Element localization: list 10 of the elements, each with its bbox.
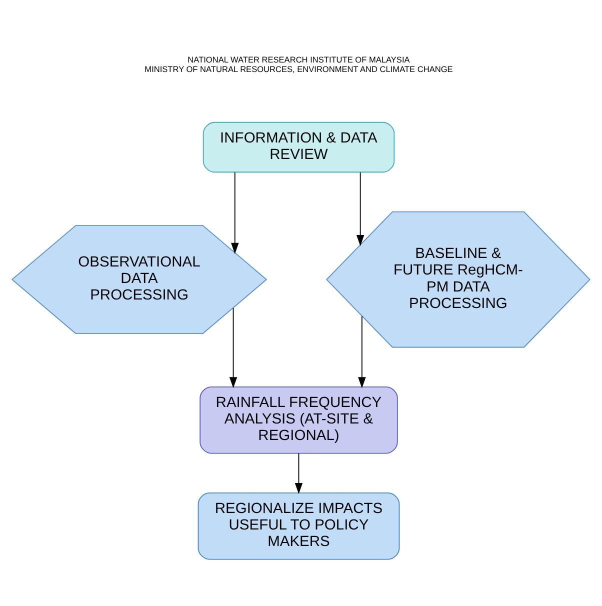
arrow	[294, 452, 303, 494]
arrow	[231, 171, 239, 254]
arrow	[229, 307, 238, 388]
arrow	[356, 171, 364, 246]
node-box: REGIONALIZE IMPACTS USEFUL TO POLICY MAKERS	[198, 492, 400, 560]
label: MINISTRY OF NATURAL RESOURCES, ENVIRONMENT AND CLIMATE CHANGE	[144, 63, 453, 74]
arrow	[358, 315, 366, 388]
node-box: INFORMATION & DATA REVIEW	[202, 121, 395, 172]
label: NATIONAL WATER RESEARCH INSTITUTE OF MALAYSIA	[188, 54, 410, 64]
node-box: RAINFALL FREQUENCY ANALYSIS (AT-SITE & REGIONAL)	[200, 386, 398, 454]
